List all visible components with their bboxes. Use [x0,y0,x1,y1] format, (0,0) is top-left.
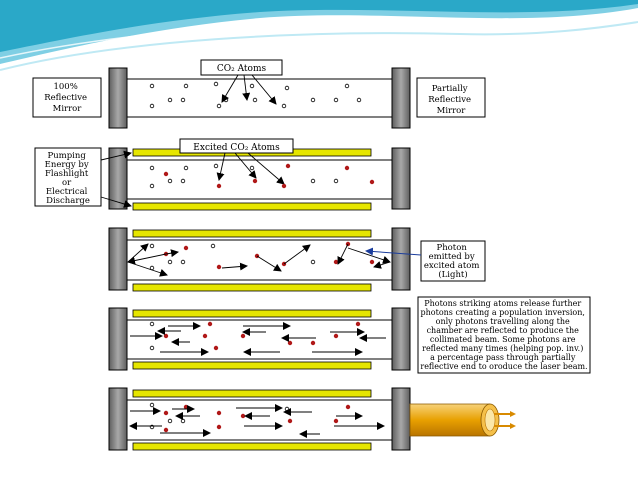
panel-co2-atoms: CO₂ Atoms 100% Reflective Mirror Partial… [32,59,486,129]
full-mirror [108,67,128,129]
full-mirror-label-box [32,77,102,118]
full-mirror-label: 100% Reflective Mirror [44,82,90,114]
co2-atoms-label-box [200,59,283,76]
photon-label: Photon emitted by excited atom (Light) [424,243,482,280]
excited-atoms-label: Excited CO₂ Atoms [193,143,280,153]
partial-mirror-label: Partially Reflective Mirror [428,84,474,116]
bottom-lamp [132,202,372,211]
co2-atoms-label: CO₂ Atoms [217,64,267,74]
partial-mirror-label-box [416,77,486,118]
panel-laser-beam [108,387,516,451]
header-swoosh [0,0,638,71]
panel-photon-emission: Photon emitted by excited atom (Light) [108,227,486,292]
excited-atoms [163,163,375,189]
laser-beam [409,403,516,437]
panel-excited-atoms: Excited CO₂ Atoms Pumping Energy by Flas… [34,138,411,211]
partial-mirror [391,67,411,129]
panel-population-inversion: Photons striking atoms release further p… [108,296,591,374]
ground-state-atoms [149,81,362,109]
pumping-label: Pumping Energy by Flashlight or Electric… [45,151,92,206]
description-text: Photons striking atoms release further p… [420,299,587,371]
